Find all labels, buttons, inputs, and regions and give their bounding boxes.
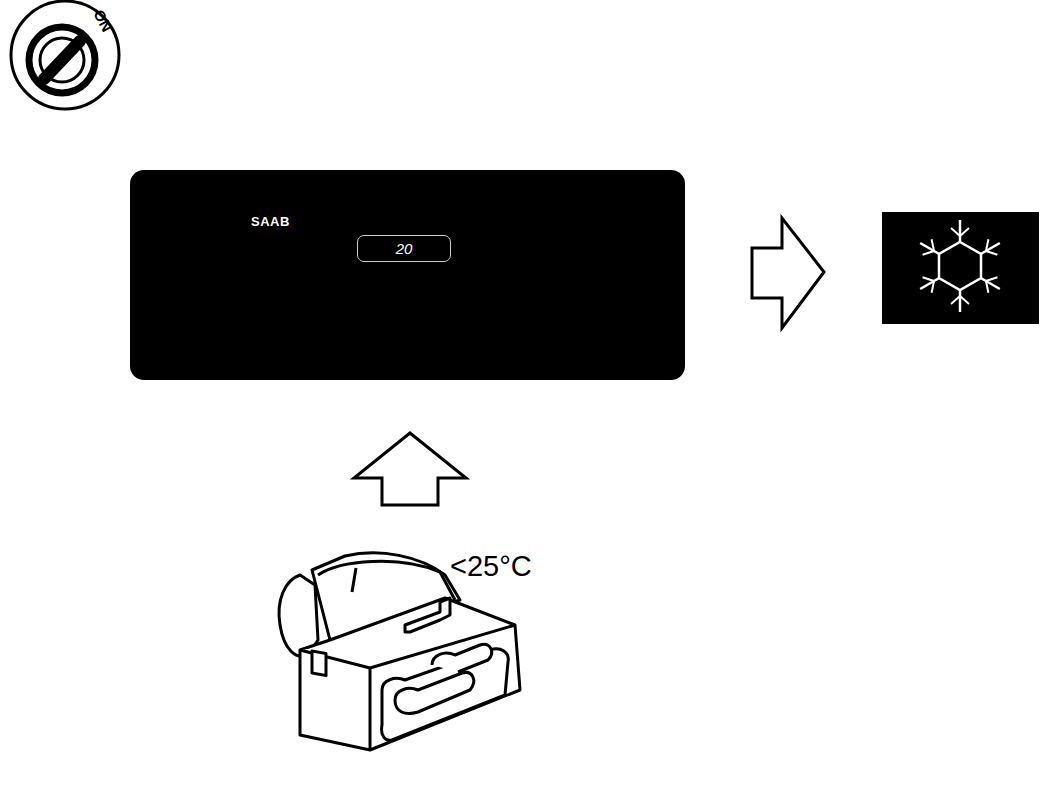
control-panel: SAAB 20 [130, 170, 685, 380]
temperature-sensor [279, 553, 520, 750]
temperature-label: <25°C [450, 550, 532, 583]
temperature-value: 20 [358, 236, 450, 261]
flow-arrow [354, 433, 466, 505]
flow-arrow [752, 218, 824, 328]
ac-symbol [882, 212, 1039, 324]
ignition-symbol [11, 1, 119, 109]
brand-label: SAAB [251, 214, 290, 229]
temperature-display: 20 [357, 235, 451, 262]
